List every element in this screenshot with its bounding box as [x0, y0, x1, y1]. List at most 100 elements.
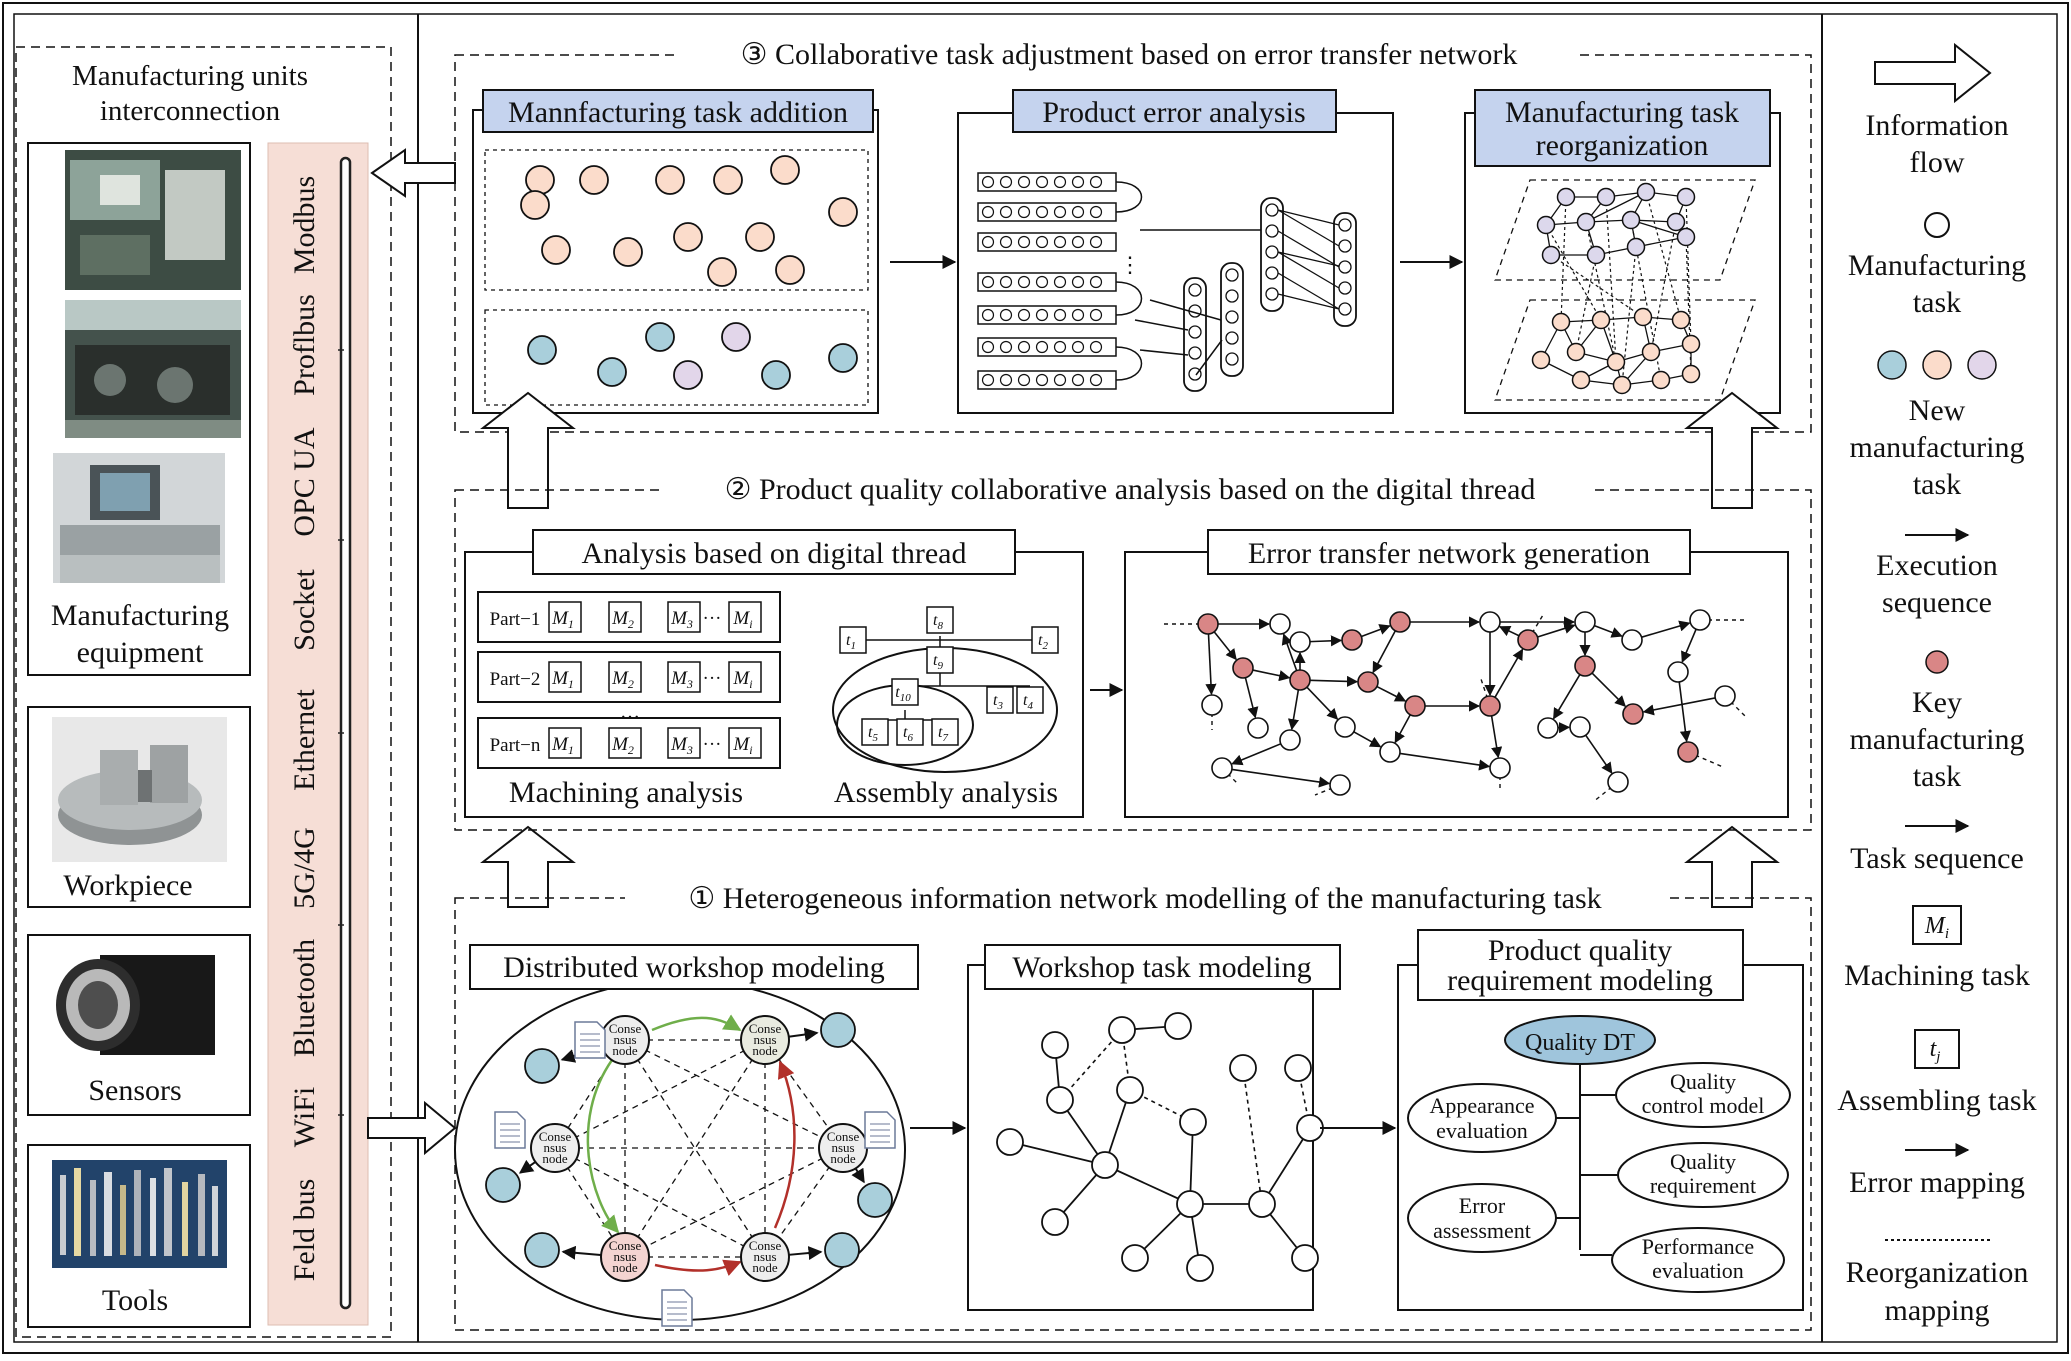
tools-photo	[52, 1160, 227, 1268]
feature-unit	[1037, 342, 1048, 353]
vector-ellipsis: ⋮	[1119, 252, 1141, 277]
task-node	[1117, 1077, 1143, 1103]
feature-unit	[1091, 207, 1102, 218]
key-task-node	[1198, 614, 1218, 634]
consensus-node-label: node	[612, 1260, 638, 1275]
part-label-2: Part−2	[490, 669, 541, 690]
protocol-5g4g: 5G/4G	[288, 827, 321, 909]
feature-unit	[1055, 342, 1066, 353]
task-node	[1297, 1115, 1323, 1141]
task-node	[1280, 730, 1300, 750]
units-title-line2: interconnection	[100, 95, 281, 127]
neuron	[1339, 240, 1351, 252]
legend-machining-task: Machining task	[1844, 959, 2030, 992]
task-node	[1177, 1191, 1203, 1217]
existing-task-node	[776, 256, 804, 284]
distributed-label: Distributed workshop modeling	[503, 951, 885, 984]
task-node	[1380, 742, 1400, 762]
machine-ellipsis: ···	[703, 608, 722, 629]
lower-node	[1593, 312, 1610, 329]
legend-mfg-task-line2: task	[1913, 286, 1961, 319]
tools-label: Tools	[102, 1284, 168, 1317]
existing-task-node	[542, 236, 570, 264]
legend-info-flow-symbol	[1875, 45, 1990, 101]
document-icon	[662, 1290, 692, 1326]
feature-unit	[1055, 375, 1066, 386]
reorg-label-line2: reorganization	[1536, 129, 1709, 162]
key-task-node	[1233, 658, 1253, 678]
task-node	[1249, 1191, 1275, 1217]
appearance-line2: evaluation	[1436, 1118, 1528, 1143]
task-node	[1042, 1032, 1068, 1058]
consensus-node-label: node	[752, 1260, 778, 1275]
legend-key-line3: task	[1913, 760, 1961, 793]
qcm-line2: control model	[1642, 1093, 1765, 1118]
neuron	[1189, 326, 1201, 338]
feature-unit	[1001, 177, 1012, 188]
feature-unit	[1091, 177, 1102, 188]
consensus-node-label: node	[612, 1043, 638, 1058]
task-node	[1292, 1245, 1318, 1271]
upper-node	[1588, 247, 1605, 264]
upper-node	[1543, 247, 1560, 264]
feature-unit	[983, 177, 994, 188]
legend-mfg-task-line1: Manufacturing	[1848, 249, 2026, 282]
workpiece-label: Workpiece	[63, 869, 192, 902]
upper-node	[1678, 229, 1695, 246]
neuron	[1189, 347, 1201, 359]
section-3: ③ Collaborative task adjustment based on…	[455, 38, 1811, 432]
equipment-photo-1	[65, 150, 241, 290]
equipment-label-line2: equipment	[77, 636, 204, 669]
feature-unit	[1073, 310, 1084, 321]
new-task-node	[646, 323, 674, 351]
neuron	[1266, 204, 1278, 216]
task-node	[1668, 662, 1688, 682]
upper-node	[1623, 212, 1640, 229]
satellite-node	[858, 1183, 892, 1217]
new-task-node	[674, 361, 702, 389]
up-arrow-1to2-left	[483, 827, 573, 907]
feature-unit	[1001, 310, 1012, 321]
neuron	[1339, 282, 1351, 294]
legend-new-task-salmon	[1923, 351, 1951, 379]
neuron	[1226, 332, 1238, 344]
legend-new-task-line1: New	[1909, 394, 1966, 427]
lower-node	[1553, 314, 1570, 331]
perf-line2: evaluation	[1652, 1258, 1744, 1283]
neuron	[1226, 290, 1238, 302]
quality-dt-label: Quality DT	[1525, 1030, 1635, 1056]
new-task-node	[598, 358, 626, 386]
feature-unit	[1055, 177, 1066, 188]
feature-unit	[1091, 375, 1102, 386]
task-node	[1180, 1109, 1206, 1135]
feature-unit	[1019, 310, 1030, 321]
feature-unit	[1037, 177, 1048, 188]
key-task-node	[1678, 742, 1698, 762]
existing-task-node	[674, 223, 702, 251]
equipment-photo-3	[53, 453, 225, 583]
task-node	[1092, 1152, 1118, 1178]
info-flow-arrow-right	[368, 1103, 455, 1153]
feature-unit	[1055, 237, 1066, 248]
existing-task-node	[614, 238, 642, 266]
task-node	[1122, 1245, 1148, 1271]
machining-caption: Machining analysis	[509, 776, 743, 809]
section-2: ② Product quality collaborative analysis…	[455, 472, 1811, 830]
perf-line1: Performance	[1642, 1234, 1754, 1259]
feature-unit	[1091, 277, 1102, 288]
task-node	[1290, 632, 1310, 652]
feature-unit	[1001, 342, 1012, 353]
task-node	[1248, 718, 1268, 738]
neuron	[1226, 311, 1238, 323]
upper-node	[1578, 214, 1595, 231]
feature-unit	[1037, 310, 1048, 321]
legend-new-task-lavender	[1968, 351, 1996, 379]
part-label-n: Part−n	[490, 735, 541, 756]
quality-label-line1: Product quality	[1488, 934, 1672, 967]
qreq-line2: requirement	[1650, 1173, 1756, 1198]
upper-node	[1558, 189, 1575, 206]
feature-unit	[1073, 277, 1084, 288]
existing-task-node	[656, 166, 684, 194]
feature-unit	[1001, 207, 1012, 218]
